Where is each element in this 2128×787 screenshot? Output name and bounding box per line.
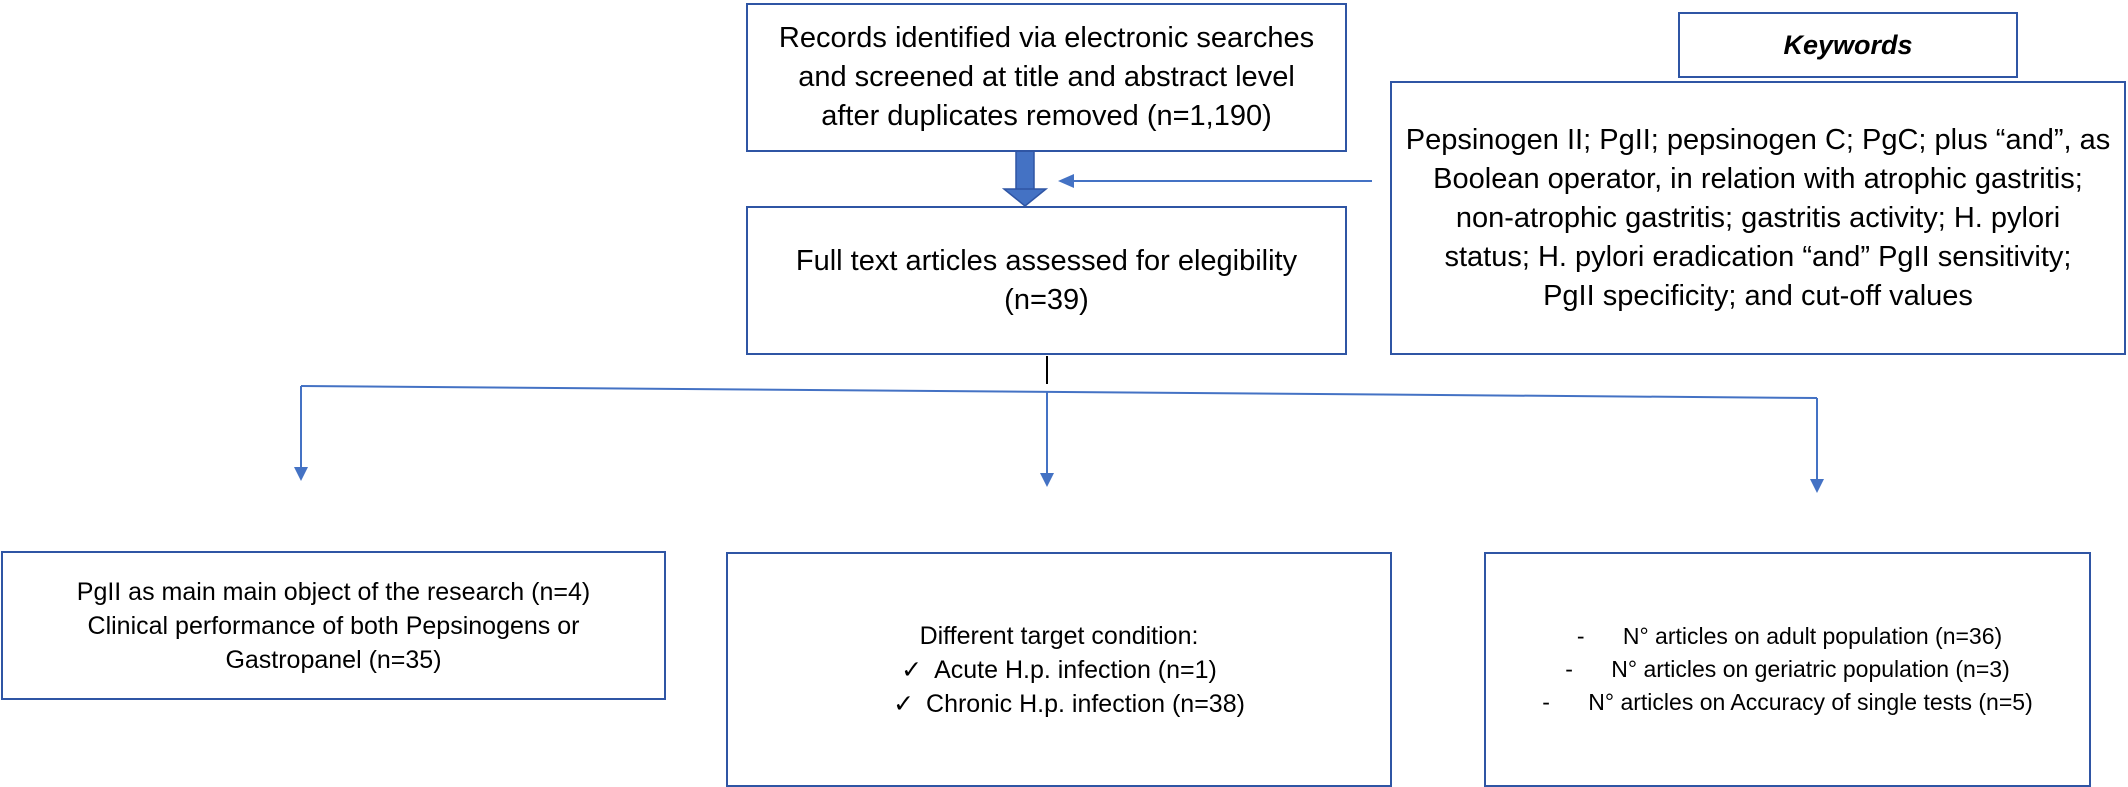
records-line-2: and screened at title and abstract level	[798, 61, 1295, 93]
keywords-line-1: Pepsinogen II; PgII; pepsinogen C; PgC; …	[1405, 123, 2111, 156]
dash-bullet-icon: -	[1576, 623, 1585, 649]
dash-bullet-icon: -	[1542, 689, 1550, 715]
fulltext-line-1: Full text articles assessed for elegibil…	[795, 244, 1298, 277]
accuracy-tests-item: - N° articles on Accuracy of single test…	[1542, 686, 2032, 719]
branch-line	[300, 385, 1818, 399]
middle-branch-arrow	[1040, 392, 1054, 487]
adult-population-label: N° articles on adult population (n=36)	[1622, 623, 2003, 649]
keywords-line-5: PgII specificity; and cut-off values	[1543, 279, 1973, 312]
keywords-line-3: non-atrophic gastritis; gastritis activi…	[1455, 201, 2061, 234]
fulltext-assessed-box: Full text articles assessed for elegibil…	[746, 206, 1347, 355]
records-line-3: after duplicates removed (n=1,190)	[821, 100, 1272, 132]
target-condition-heading: Different target condition:	[919, 621, 1199, 650]
geriatric-population-item: - N° articles on geriatric population (n…	[1565, 653, 2009, 686]
acute-infection-label: Acute H.p. infection (n=1)	[934, 655, 1217, 684]
check-icon: ✓	[893, 689, 915, 718]
keywords-box: Pepsinogen II; PgII; pepsinogen C; PgC; …	[1390, 81, 2126, 355]
chronic-infection-label: Chronic H.p. infection (n=38)	[926, 689, 1245, 718]
dash-bullet-icon: -	[1565, 656, 1573, 682]
adult-population-item: - N° articles on adult population (n=36)	[1573, 620, 2002, 653]
records-line-1: Records identified via electronic search…	[778, 22, 1315, 54]
left-line-3: Gastropanel (n=35)	[225, 645, 442, 674]
keywords-line-2: Boolean operator, in relation with atrop…	[1433, 162, 2083, 195]
keywords-arrow	[1058, 174, 1372, 188]
left-branch-arrow	[294, 386, 308, 481]
accuracy-tests-label: N° articles on Accuracy of single tests …	[1588, 689, 2033, 715]
chronic-infection-item: ✓ Chronic H.p. infection (n=38)	[873, 687, 1245, 721]
acute-infection-item: ✓ Acute H.p. infection (n=1)	[901, 653, 1217, 687]
keywords-title-box: Keywords	[1678, 12, 2018, 78]
records-identified-box: Records identified via electronic search…	[746, 3, 1347, 152]
thick-down-arrow	[1001, 150, 1049, 207]
keywords-title: Keywords	[1783, 29, 1913, 60]
right-branch-arrow	[1810, 398, 1824, 493]
articles-breakdown-box: - N° articles on adult population (n=36)…	[1484, 552, 2091, 787]
left-line-2: Clinical performance of both Pepsinogens…	[87, 611, 580, 640]
geriatric-population-label: N° articles on geriatric population (n=3…	[1611, 656, 2010, 682]
target-condition-box: Different target condition: ✓ Acute H.p.…	[726, 552, 1392, 787]
fulltext-line-2: (n=39)	[1004, 283, 1089, 316]
check-icon: ✓	[901, 655, 923, 684]
keywords-line-4: status; H. pylori eradication “and” PgII…	[1444, 240, 2072, 273]
left-line-1: PgII as main main object of the research…	[76, 577, 591, 606]
pgii-main-object-box: PgII as main main object of the research…	[1, 551, 666, 700]
